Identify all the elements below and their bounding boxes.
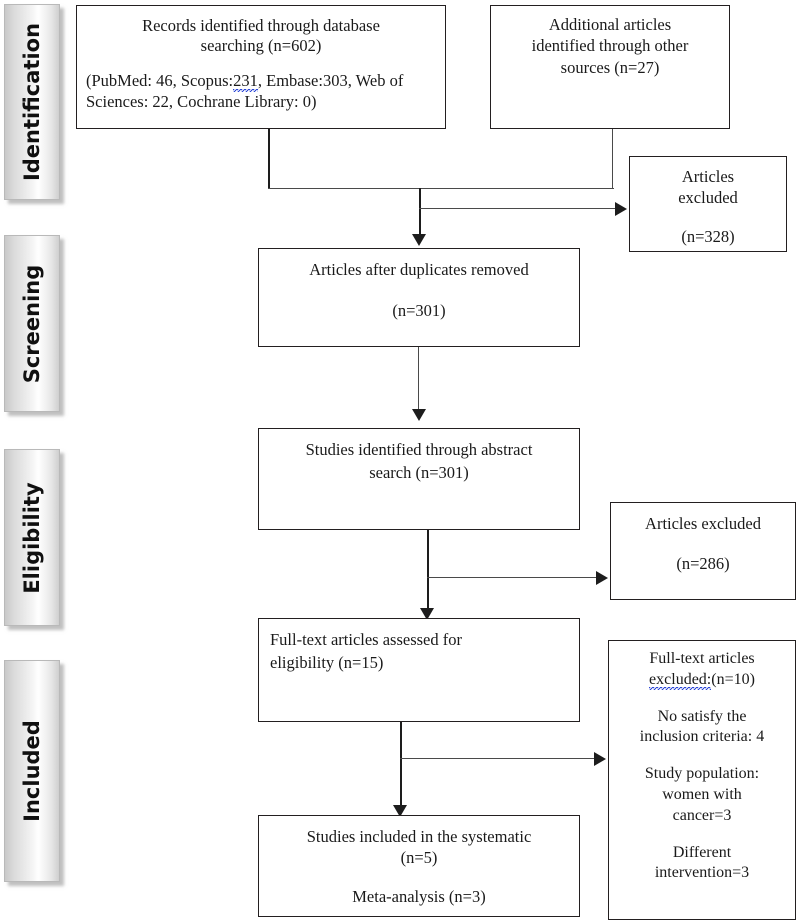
records-identified-line1: Records identified through database (142, 16, 380, 35)
abstract-search-line2: search (n=301) (369, 463, 469, 483)
box-articles-excluded-286: Articles excluded (n=286) (610, 502, 796, 600)
abstract-search-line1: Studies identified through abstract (305, 440, 533, 459)
fulltext-excluded-reason3-line2: intervention=3 (654, 864, 750, 882)
phase-included-label: Included (20, 720, 44, 822)
excluded-286-line2: (n=286) (676, 554, 730, 574)
phase-eligibility: Eligibility (4, 449, 60, 626)
records-identified-scopus-count: 231 (233, 71, 258, 92)
additional-articles-line1: Additional articles (548, 15, 672, 34)
fulltext-excluded-reason2-line1: Study population: (644, 765, 760, 783)
included-final-line2: (n=5) (400, 848, 438, 868)
box-studies-included: Studies included in the systematic (n=5)… (258, 815, 580, 917)
phase-included: Included (4, 660, 60, 882)
connector-merged-stem (419, 188, 421, 236)
arrow-into-fulltext-excluded (594, 752, 606, 766)
excluded-286-line1: Articles excluded (645, 514, 761, 533)
included-final-line3: Meta-analysis (n=3) (352, 886, 486, 906)
connector-duplicates-down (418, 347, 420, 411)
arrow-into-included-box (393, 805, 407, 817)
fulltext-excluded-reason3-line1: Different (672, 843, 732, 861)
fulltext-excluded-head1: Full-text articles (649, 650, 755, 667)
excluded-328-line3: (n=328) (681, 226, 735, 246)
excluded-328-line2: excluded (678, 188, 738, 208)
phase-screening: Screening (4, 235, 60, 412)
box-articles-excluded-328: Articles excluded (n=328) (629, 156, 787, 252)
connector-records-down (268, 129, 270, 189)
fulltext-excluded-reason2-line3: cancer=3 (672, 806, 732, 824)
connector-merge-bar (268, 188, 614, 190)
box-records-identified: Records identified through database sear… (76, 5, 446, 129)
box-additional-articles: Additional articles identified through o… (490, 5, 730, 129)
additional-articles-line3: sources (n=27) (560, 57, 660, 77)
box-articles-after-duplicates: Articles after duplicates removed (n=301… (258, 248, 580, 347)
fulltext-excluded-reason1-line2: inclusion criteria: 4 (639, 728, 765, 746)
duplicates-removed-line2: (n=301) (392, 301, 446, 321)
arrow-into-excluded-286 (596, 571, 608, 585)
connector-abstract-down (427, 530, 429, 614)
fulltext-excluded-reason2-line2: women with (662, 785, 742, 803)
phase-identification-label: Identification (20, 22, 44, 182)
fulltext-excluded-head2a: excluded: (649, 670, 712, 690)
records-identified-sources-c: , Embase:303, Web of Sciences: 22, Cochr… (86, 71, 404, 112)
phase-identification: Identification (4, 4, 60, 200)
box-fulltext-assessed: Full-text articles assessed for eligibil… (258, 618, 580, 722)
phase-eligibility-label: Eligibility (20, 481, 44, 594)
connector-to-excluded-328 (419, 208, 615, 210)
fulltext-excluded-reason1-line1: No satisfy the (657, 707, 747, 725)
fulltext-assessed-line1: Full-text articles assessed for (270, 630, 462, 649)
connector-to-excluded-286 (427, 577, 596, 579)
box-abstract-search: Studies identified through abstract sear… (258, 428, 580, 530)
fulltext-assessed-line2: eligibility (n=15) (270, 653, 384, 673)
included-final-line1: Studies included in the systematic (306, 827, 532, 846)
duplicates-removed-line1: Articles after duplicates removed (309, 260, 529, 279)
arrow-into-abstract-box (412, 409, 426, 421)
connector-to-fulltext-excluded (400, 758, 594, 760)
connector-additional-down (612, 129, 614, 189)
records-identified-sources-a: (PubMed: 46, Scopus: (86, 71, 234, 90)
additional-articles-line2: identified through other (531, 36, 689, 56)
records-identified-line2: searching (n=602) (200, 36, 322, 55)
excluded-328-line1: Articles (681, 167, 735, 186)
box-fulltext-excluded: Full-text articles excluded:(n=10) No sa… (608, 640, 796, 920)
connector-fulltext-down (400, 722, 402, 812)
arrow-into-fulltext-box (420, 608, 434, 620)
fulltext-excluded-head2b: (n=10) (711, 670, 755, 688)
phase-screening-label: Screening (20, 264, 44, 383)
arrow-into-duplicates-box (412, 234, 426, 246)
arrow-into-excluded-328 (615, 202, 627, 216)
